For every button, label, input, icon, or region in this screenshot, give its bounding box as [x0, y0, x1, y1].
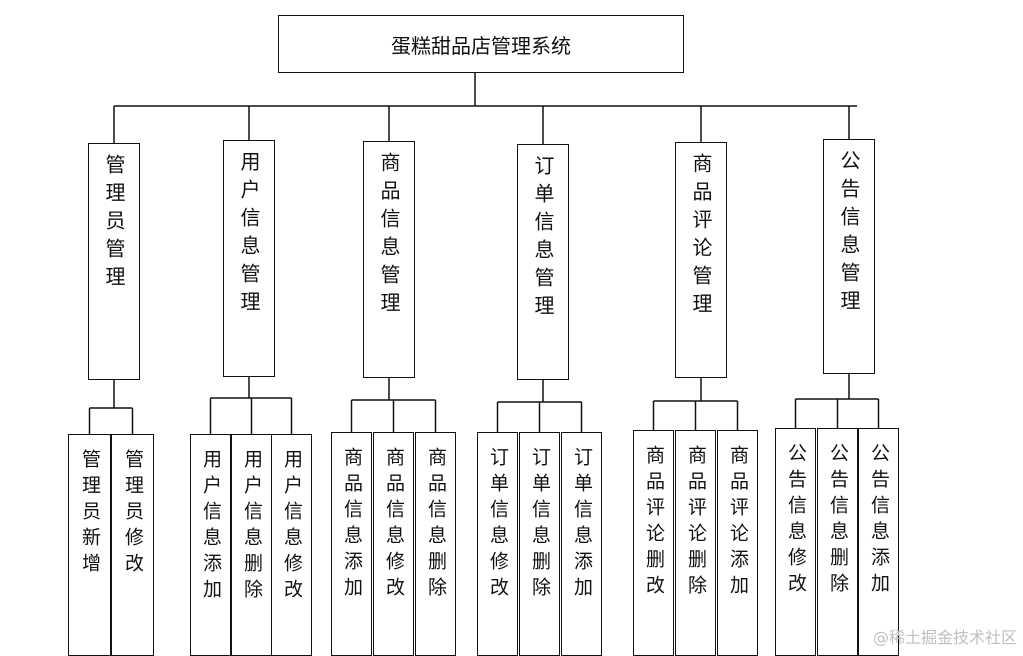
module-box: 公告信息管理: [823, 139, 875, 374]
module-box: 订单信息管理: [517, 144, 569, 380]
sub-function-label: 订单信息添加: [571, 447, 593, 603]
module-box: 管理员管理: [88, 143, 140, 380]
module-box: 商品评论管理: [675, 142, 727, 378]
module-label: 商品评论管理: [689, 153, 713, 321]
sub-function-label: 商品评论删除: [685, 445, 707, 601]
sub-function-label: 公告信息删除: [827, 443, 849, 599]
sub-function-box: 管理员修改: [111, 434, 154, 656]
sub-function-label: 商品评论添加: [727, 445, 749, 601]
sub-function-box: 公告信息删除: [817, 428, 858, 656]
sub-function-label: 公告信息添加: [868, 443, 890, 599]
sub-function-box: 订单信息修改: [477, 432, 518, 656]
sub-function-box: 公告信息修改: [775, 428, 816, 656]
module-box: 商品信息管理: [363, 141, 415, 378]
sub-function-box: 商品评论添加: [717, 430, 758, 656]
sub-function-box: 商品信息删除: [415, 432, 456, 656]
sub-function-label: 商品信息删除: [425, 447, 447, 603]
sub-function-label: 订单信息修改: [487, 447, 509, 603]
sub-function-box: 商品信息添加: [331, 432, 372, 656]
sub-function-box: 商品评论删改: [633, 430, 674, 656]
sub-function-box: 用户信息添加: [190, 434, 231, 656]
sub-function-box: 订单信息添加: [561, 432, 602, 656]
sub-function-box: 管理员新增: [68, 434, 111, 656]
sub-function-label: 管理员新增: [79, 449, 101, 579]
module-label: 公告信息管理: [837, 150, 861, 318]
module-box: 用户信息管理: [223, 140, 275, 377]
root-box: 蛋糕甜品店管理系统: [278, 15, 684, 73]
sub-function-label: 管理员修改: [122, 449, 144, 579]
watermark: @稀土掘金技术社区: [872, 628, 1017, 647]
root-title: 蛋糕甜品店管理系统: [391, 33, 571, 58]
sub-function-label: 商品信息修改: [383, 447, 405, 603]
sub-function-label: 订单信息删除: [529, 447, 551, 603]
sub-function-label: 商品信息添加: [341, 447, 363, 603]
sub-function-label: 用户信息添加: [200, 449, 222, 605]
sub-function-label: 公告信息修改: [785, 443, 807, 599]
sub-function-box: 商品信息修改: [373, 432, 414, 656]
sub-function-box: 商品评论删除: [675, 430, 716, 656]
sub-function-box: 用户信息删除: [231, 434, 272, 656]
sub-function-label: 商品评论删改: [643, 445, 665, 601]
sub-function-box: 订单信息删除: [519, 432, 560, 656]
module-label: 商品信息管理: [377, 152, 401, 320]
sub-function-label: 用户信息修改: [281, 449, 303, 605]
module-label: 订单信息管理: [531, 155, 555, 323]
sub-function-box: 公告信息添加: [858, 428, 899, 656]
module-label: 用户信息管理: [237, 151, 261, 319]
module-label: 管理员管理: [102, 154, 126, 294]
sub-function-box: 用户信息修改: [271, 434, 312, 656]
sub-function-label: 用户信息删除: [241, 449, 263, 605]
